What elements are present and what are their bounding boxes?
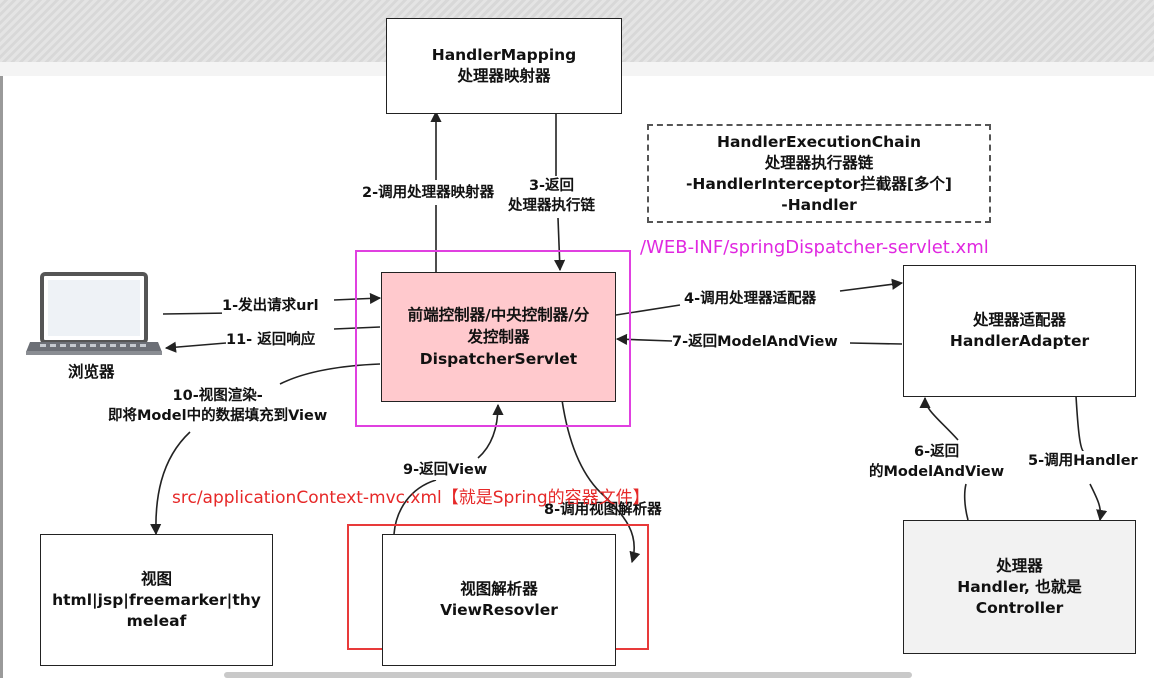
edge-label-6-line-1: 6-返回 [914,444,960,460]
edge-label-8: 8-调用视图解析器 [544,502,662,518]
view-types-line-2: meleaf [126,611,187,630]
horizontal-scrollbar[interactable] [224,672,912,678]
edge-label-6: 6-返回 的ModelAndView [869,442,1005,482]
arrow-10 [156,363,381,534]
handler-adapter-box: 处理器适配器 HandlerAdapter [903,265,1136,397]
adapter-title: HandlerAdapter [949,332,1090,350]
edge-label-4: 4-调用处理器适配器 [684,289,817,309]
handler-execution-chain-box: HandlerExecutionChain 处理器执行器链 -HandlerIn… [647,124,991,223]
adapter-subtitle: 处理器适配器 [972,311,1066,329]
dispatcher-line-2: 发控制器 [467,328,530,346]
dispatcher-line-3: DispatcherServlet [419,350,578,368]
edge-label-10: 10-视图渲染- 即将Model中的数据填充到View [108,386,327,426]
arrow-3 [556,114,560,270]
chain-interceptor: -HandlerInterceptor拦截器[多个] [686,174,952,193]
handler-mapping-title: HandlerMapping [431,46,577,64]
edge-label-7: 7-返回ModelAndView [672,332,838,352]
edge-label-9: 9-返回View [403,460,488,480]
chain-subtitle: 处理器执行器链 [764,153,874,172]
handler-mapping-box: HandlerMapping 处理器映射器 [386,18,622,114]
view-box: 视图 html|jsp|freemarker|thy meleaf [40,534,273,666]
edge-label-3-line-2: 处理器执行链 [508,198,595,214]
view-resolver-box: 视图解析器 ViewResovler [382,534,616,666]
servlet-xml-note: /WEB-INF/springDispatcher-servlet.xml [640,237,989,258]
arrow-9 [393,405,498,535]
magenta-highlight [355,250,631,427]
view-types-line-1: html|jsp|freemarker|thy [52,590,261,609]
left-edge [0,76,3,678]
edge-label-6-line-2: 的ModelAndView [869,464,1005,480]
chain-title: HandlerExecutionChain [717,132,921,151]
arrow-4 [615,283,902,316]
edge-label-10-line-2: 即将Model中的数据填充到View [108,408,328,424]
edge-label-2: 2-调用处理器映射器 [362,183,495,203]
edge-label-10-line-1: 10-视图渲染- [172,388,263,404]
handler-line-2: Handler, 也就是 [957,577,1082,596]
edge-label-5: 5-调用Handler [1028,451,1138,471]
arrow-8 [561,399,641,564]
edge-label-11: 11- 返回响应 [226,330,316,350]
arrow-7 [617,339,903,344]
edge-label-1: 1-发出请求url [222,296,319,316]
edge-label-3: 3-返回 处理器执行链 [508,176,595,216]
handler-mapping-subtitle: 处理器映射器 [457,67,551,85]
browser-label: 浏览器 [68,362,115,382]
arrow-6 [925,398,969,521]
dispatcher-line-1: 前端控制器/中央控制器/分 [407,306,590,324]
mvc-xml-note: src/applicationContext-mvc.xml【就是Spring的… [172,488,650,508]
view-title: 视图 [140,569,172,588]
handler-line-3: Controller [975,598,1064,617]
chain-handler: -Handler [781,195,857,214]
arrow-1 [162,298,380,315]
arrow-11 [166,326,381,348]
view-resolver-title: ViewResovler [440,601,558,619]
handler-subtitle: 处理器 [996,556,1043,575]
edge-label-3-line-1: 3-返回 [528,178,575,194]
arrow-5 [1075,395,1101,520]
handler-box: 处理器 Handler, 也就是 Controller [903,520,1136,654]
view-resolver-subtitle: 视图解析器 [460,580,538,598]
dispatcher-servlet-box: 前端控制器/中央控制器/分 发控制器 DispatcherServlet [381,272,616,402]
